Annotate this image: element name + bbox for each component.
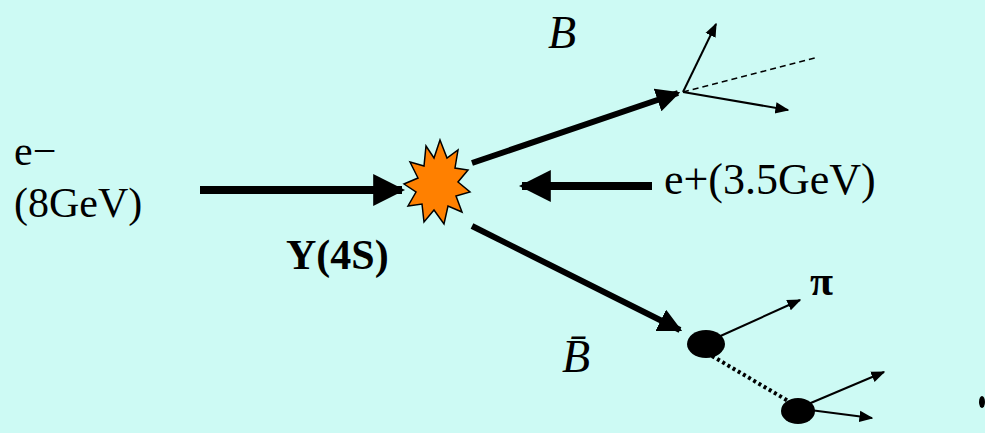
beam-label: e+(3.5GeV) [664, 156, 876, 204]
flight-path [712, 356, 790, 402]
particle-label: π [810, 258, 833, 304]
particle-label: B̄ [562, 332, 590, 383]
decay-track [810, 410, 872, 418]
track-fragment [979, 396, 985, 408]
neutral-track [683, 58, 815, 92]
collision-burst [404, 140, 470, 224]
decay-track [806, 372, 884, 405]
b-track [472, 93, 678, 163]
pion-track [716, 300, 800, 338]
bbar-track [472, 226, 680, 330]
beam-energy: (8GeV) [14, 180, 142, 226]
decay-vertex [781, 398, 815, 424]
decay-track [683, 92, 788, 110]
positron-beam [522, 182, 652, 190]
beam-label: e− [14, 128, 56, 174]
electron-beam [200, 186, 402, 194]
resonance-label: Υ(4S) [286, 232, 389, 278]
decay-track [683, 24, 716, 92]
particle-label: B [548, 8, 576, 59]
decay-vertex [687, 330, 725, 358]
